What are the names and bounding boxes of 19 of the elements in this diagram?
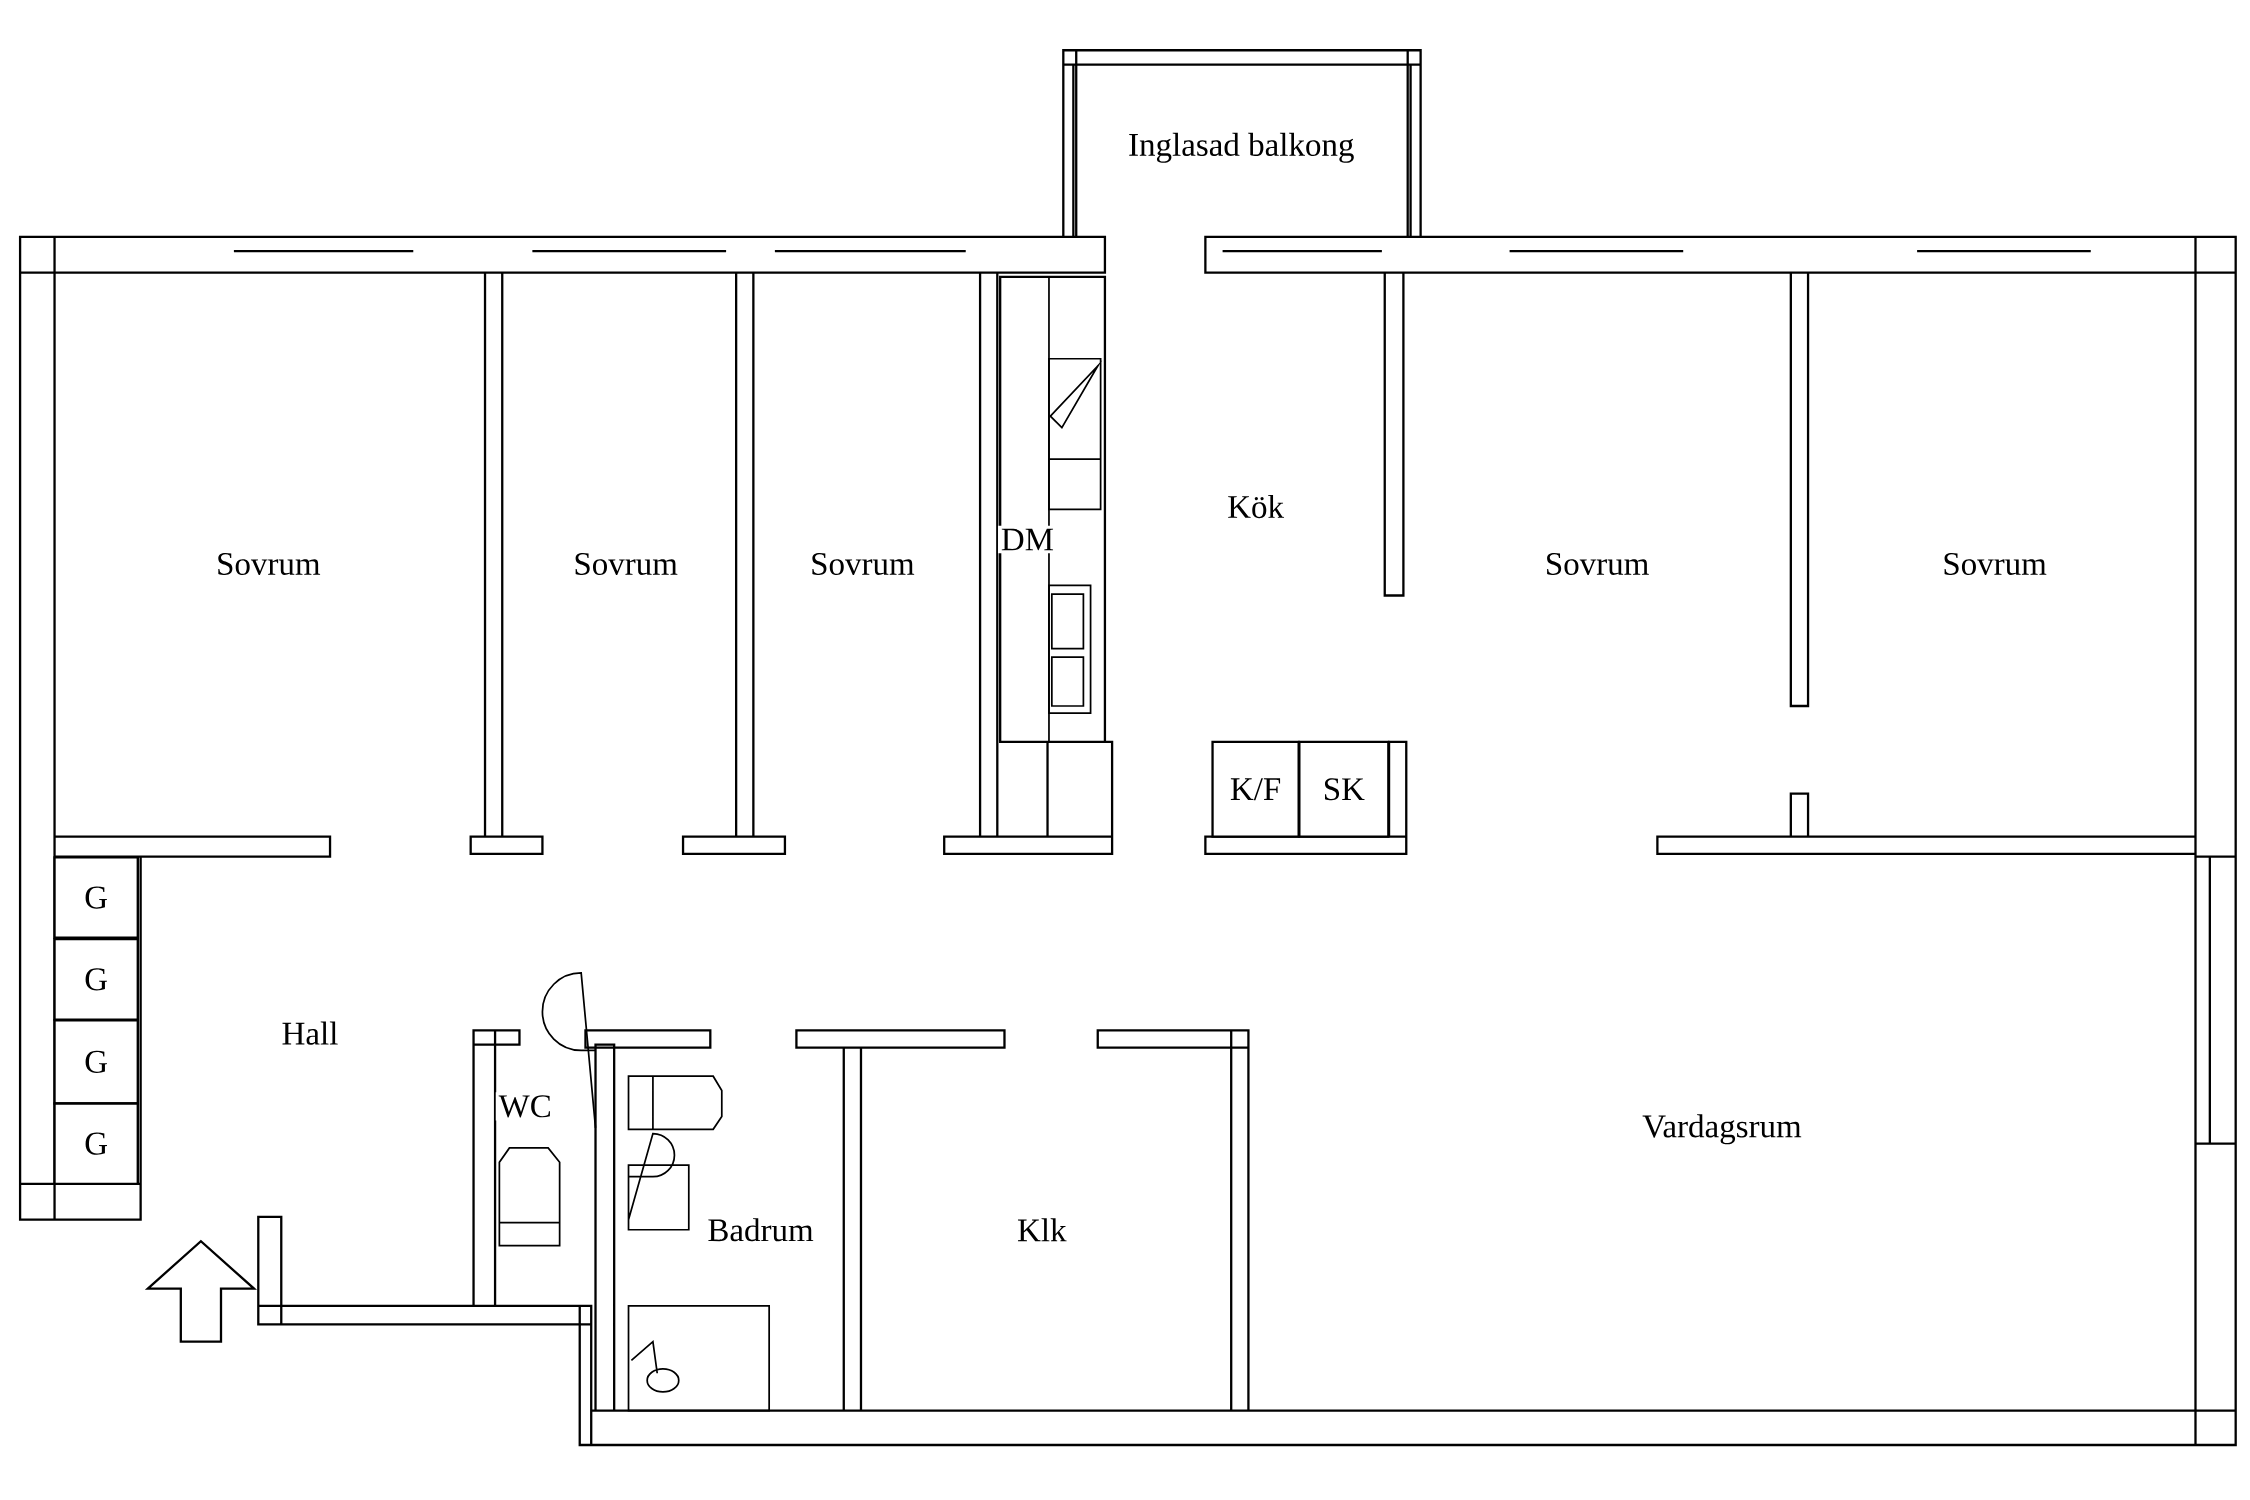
appliance-box: K/F — [1211, 740, 1300, 838]
room-label: Sovrum — [1542, 550, 1653, 579]
room-label: Kök — [1224, 492, 1287, 522]
appliance-box: SK — [1298, 740, 1390, 838]
room-label: Sovrum — [213, 550, 324, 579]
storage-box: G — [53, 1019, 139, 1105]
room-label: Hall — [278, 1018, 342, 1048]
room-label: Badrum — [704, 1215, 817, 1245]
room-label: Sovrum — [1939, 550, 2050, 579]
room-label: Inglasad balkong — [1125, 130, 1358, 166]
storage-box: G — [53, 1102, 139, 1186]
storage-box: G — [53, 856, 139, 940]
room-label: Sovrum — [570, 550, 681, 579]
room-label: Vardagsrum — [1639, 1111, 1805, 1148]
room-label: DM — [998, 526, 1057, 554]
room-label: Klk — [1014, 1215, 1070, 1245]
room-label: WC — [495, 1092, 555, 1121]
storage-box: G — [53, 938, 139, 1021]
room-label: Sovrum — [807, 550, 918, 579]
